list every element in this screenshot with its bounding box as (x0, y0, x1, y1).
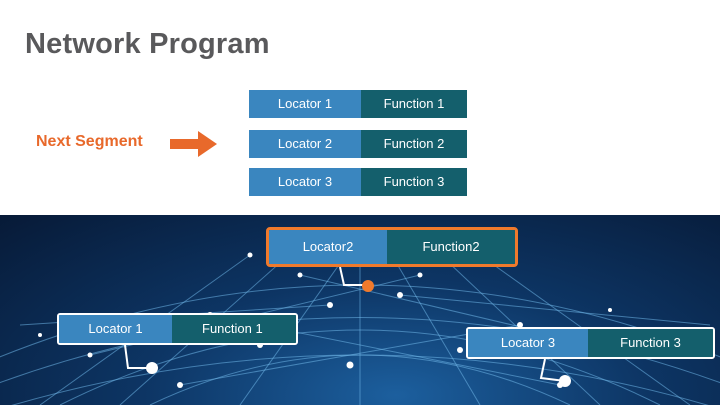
right-node-dot (559, 375, 571, 387)
left-node-function: Function 1 (172, 315, 296, 343)
left-node-locator: Locator 1 (59, 315, 172, 343)
program-row-3-function: Function 3 (361, 168, 467, 196)
middle-node-dot (362, 280, 374, 292)
middle-node-locator: Locator2 (269, 230, 387, 264)
program-row-2-function: Function 2 (361, 130, 467, 158)
right-node-locator: Locator 3 (468, 329, 588, 357)
right-node-function: Function 3 (588, 329, 713, 357)
right-node-label: Locator 3 Function 3 (466, 327, 715, 359)
next-segment-label: Next Segment (36, 133, 143, 150)
middle-node-label: Locator2 Function2 (266, 227, 518, 267)
program-row-2-locator: Locator 2 (249, 130, 361, 158)
middle-node-function: Function2 (387, 230, 515, 264)
page-title: Network Program (25, 28, 270, 60)
left-node-label: Locator 1 Function 1 (57, 313, 298, 345)
arrow-right-icon (170, 131, 217, 157)
left-node-dot (146, 362, 158, 374)
program-row-3-locator: Locator 3 (249, 168, 361, 196)
program-row-1-locator: Locator 1 (249, 90, 361, 118)
program-row-1-function: Function 1 (361, 90, 467, 118)
